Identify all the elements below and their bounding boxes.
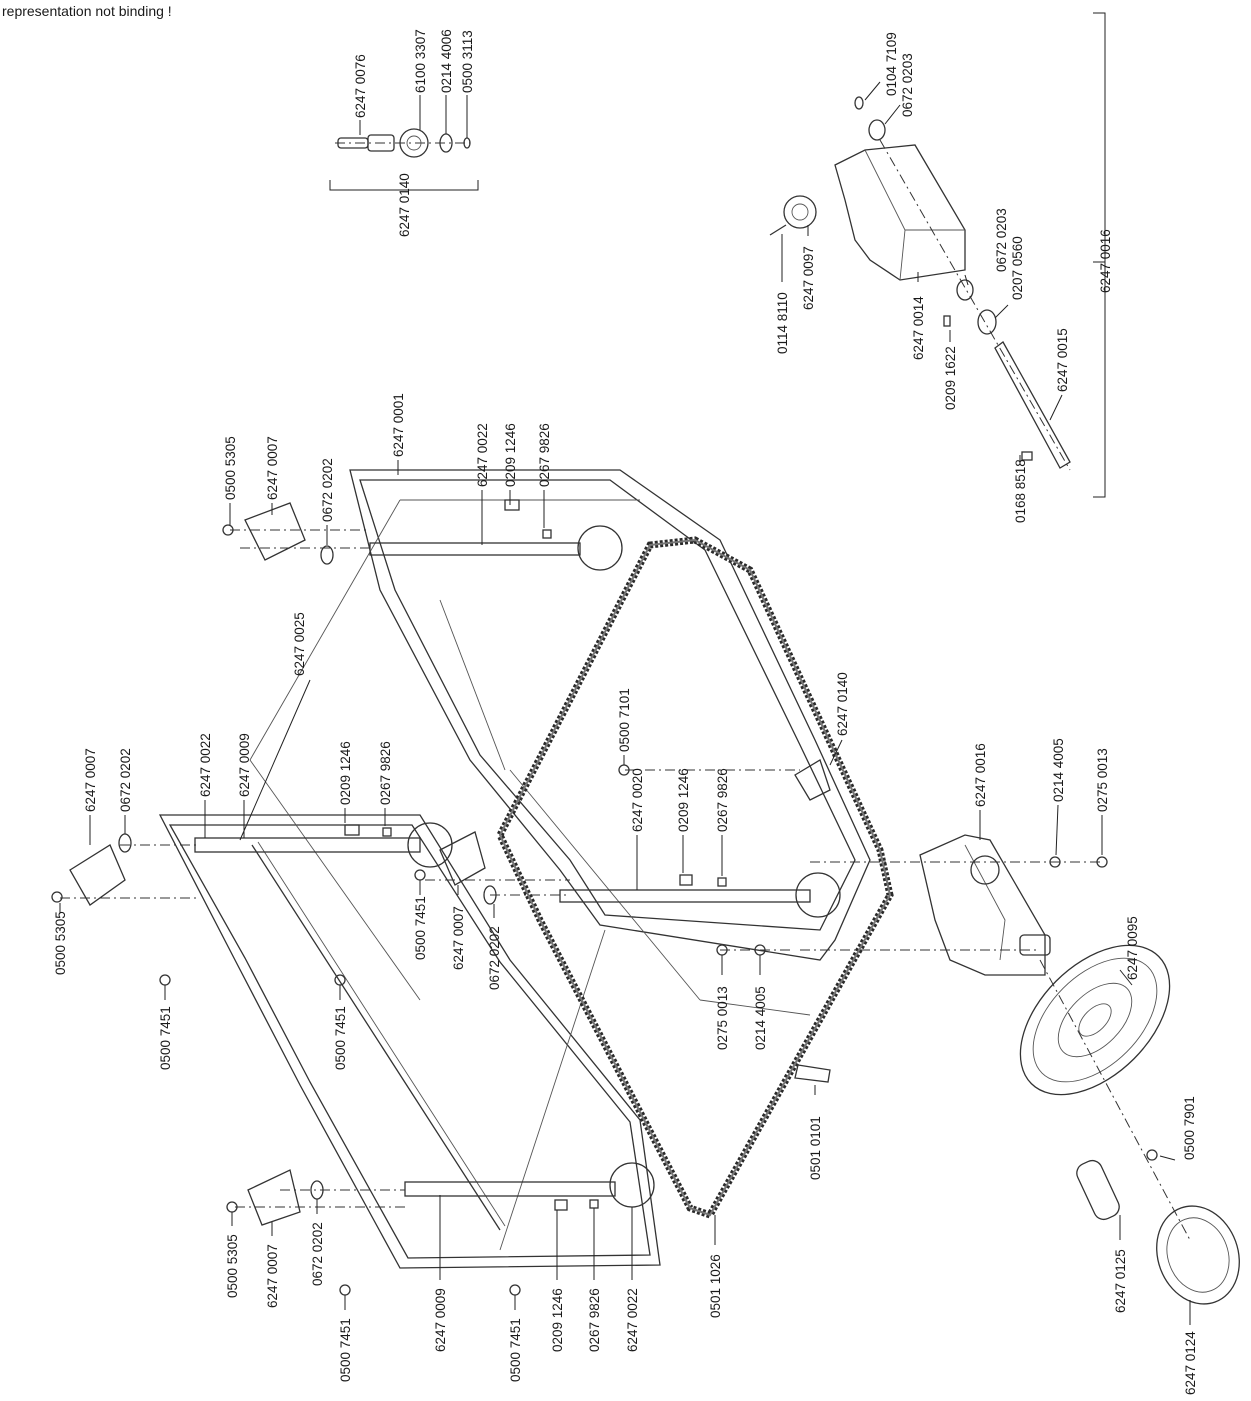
part-labels: 6247 0076 6100 3307 0214 4006 0500 3113 … xyxy=(53,29,1198,1395)
label: 6247 0140 xyxy=(397,173,412,237)
label: 6247 0125 xyxy=(1113,1249,1128,1313)
label: 6247 0007 xyxy=(265,1244,280,1308)
label: 0672 0203 xyxy=(900,53,915,117)
label: 0672 0202 xyxy=(310,1222,325,1286)
label: 0214 4005 xyxy=(1051,738,1066,802)
fasteners xyxy=(51,499,1158,1296)
label: 0500 5305 xyxy=(223,436,238,500)
label: 0500 7451 xyxy=(508,1318,523,1382)
label: 6247 0009 xyxy=(237,733,252,797)
label: 0168 8518 xyxy=(1013,459,1028,523)
label: 0267 9826 xyxy=(537,423,552,487)
label: 6247 0022 xyxy=(198,733,213,797)
main-frame xyxy=(158,469,871,1269)
label: 0500 7451 xyxy=(338,1318,353,1382)
sprocket-shaft-subassembly xyxy=(329,95,479,191)
label: 0209 1246 xyxy=(550,1288,565,1352)
label: 6247 0022 xyxy=(625,1288,640,1352)
label: 6247 0015 xyxy=(1055,328,1070,392)
label: 0267 9826 xyxy=(715,768,730,832)
axis-lines xyxy=(60,529,1100,1208)
gearbox-subassembly xyxy=(769,12,1106,498)
disclaimer-text: representation not binding ! xyxy=(2,3,172,19)
label: 6247 0007 xyxy=(83,748,98,812)
label: 6247 0007 xyxy=(451,906,466,970)
label: 6247 0076 xyxy=(353,54,368,118)
label: 6247 0095 xyxy=(1125,916,1140,980)
label: 0114 8110 xyxy=(775,292,790,354)
label: 0214 4005 xyxy=(753,986,768,1050)
handwheel xyxy=(1019,944,1240,1305)
label: 6100 3307 xyxy=(413,29,428,93)
label: 0275 0013 xyxy=(715,986,730,1050)
label: 6247 0009 xyxy=(433,1288,448,1352)
label: 0500 7451 xyxy=(413,896,428,960)
label: 6247 0124 xyxy=(1183,1331,1198,1395)
label: 6247 0007 xyxy=(265,436,280,500)
label: 0500 7451 xyxy=(333,1006,348,1070)
label: 0104 7109 xyxy=(884,32,899,96)
label: 6247 0016 xyxy=(973,743,988,807)
label: 6247 0140 xyxy=(835,672,850,736)
label: 6247 0014 xyxy=(911,296,926,360)
label: 0209 1246 xyxy=(338,741,353,805)
lower-gearbox xyxy=(919,834,1051,976)
label: 0672 0202 xyxy=(118,748,133,812)
label: 0672 0202 xyxy=(487,926,502,990)
label: 0267 9826 xyxy=(587,1288,602,1352)
label: 6247 0097 xyxy=(801,246,816,310)
leader-lines xyxy=(59,81,1191,1325)
label: 6247 0016 xyxy=(1098,229,1113,293)
label: 0275 0013 xyxy=(1095,748,1110,812)
label: 0214 4006 xyxy=(439,29,454,93)
label: 0672 0202 xyxy=(320,458,335,522)
label: 6247 0025 xyxy=(292,612,307,676)
label: 0500 7901 xyxy=(1182,1096,1197,1160)
label: 0500 5305 xyxy=(53,911,68,975)
label: 0500 5305 xyxy=(225,1234,240,1298)
label: 0209 1622 xyxy=(943,346,958,410)
label: 0672 0203 xyxy=(994,208,1009,272)
label: 0209 1246 xyxy=(503,423,518,487)
label: 6247 0001 xyxy=(391,393,406,457)
label: 0267 9826 xyxy=(378,741,393,805)
label: 0500 3113 xyxy=(460,30,475,93)
label: 0207 0560 xyxy=(1010,236,1025,300)
label: 0500 7451 xyxy=(158,1006,173,1070)
label: 0500 7101 xyxy=(617,688,632,752)
label: 0209 1246 xyxy=(676,768,691,832)
label: 6247 0022 xyxy=(475,423,490,487)
label: 6247 0020 xyxy=(630,768,645,832)
label: 0501 1026 xyxy=(708,1254,723,1318)
label: 0501 0101 xyxy=(808,1116,823,1180)
